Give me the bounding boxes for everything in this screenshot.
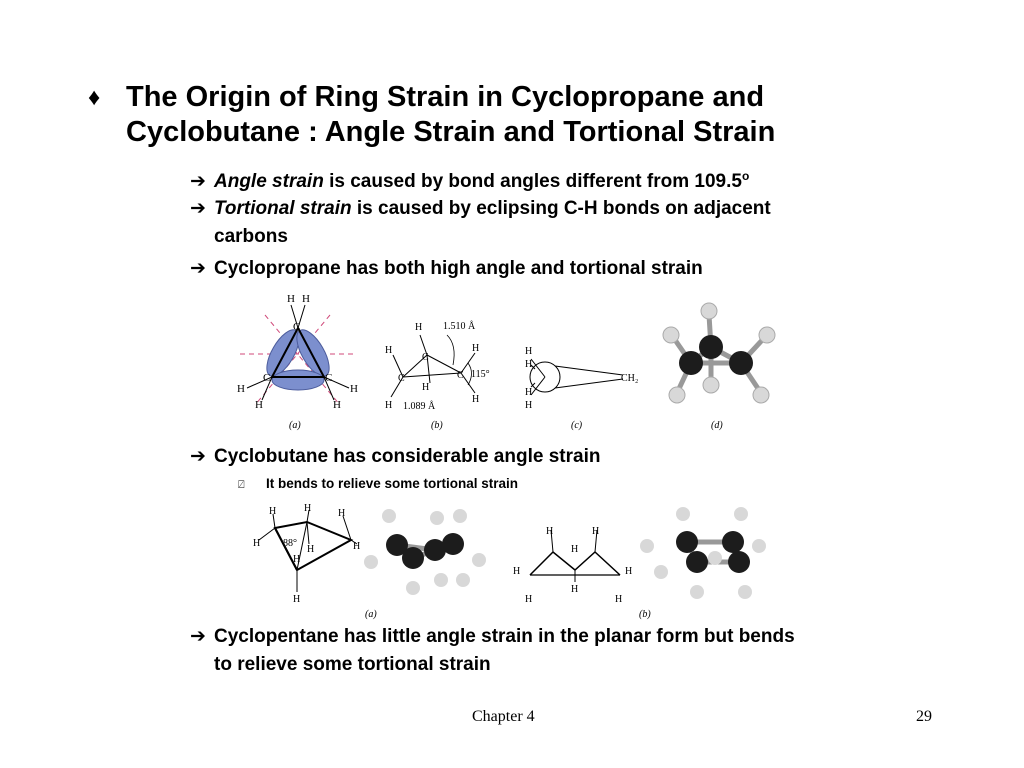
panel-label-a: (a) bbox=[289, 420, 301, 431]
degree-superscript: o bbox=[741, 169, 750, 183]
atom-label: H bbox=[625, 566, 632, 577]
angle-strain-term: Angle strain bbox=[214, 171, 324, 192]
cyclobutane-ball-and-stick-model-b: (b) bbox=[639, 507, 766, 620]
atom-label: H bbox=[350, 383, 358, 395]
atom-label: H bbox=[571, 584, 578, 595]
bond-length-cc: 1.510 Å bbox=[443, 320, 476, 332]
atom-label: H bbox=[472, 394, 479, 405]
atom-label: H bbox=[546, 526, 553, 537]
atom-label: C bbox=[398, 373, 405, 384]
atom-label: H bbox=[385, 345, 392, 356]
panel-label-a: (a) bbox=[365, 609, 377, 620]
atom-label: H bbox=[513, 566, 520, 577]
cyclobutane-ball-and-stick-model-a: (a) bbox=[364, 509, 486, 620]
atom-label: C bbox=[422, 352, 429, 363]
slide-title-line-1: The Origin of Ring Strain in Cyclopropan… bbox=[126, 81, 765, 113]
atom-label: H bbox=[525, 387, 532, 398]
atom-label: H bbox=[287, 293, 295, 305]
bullet-cyclopropane: ➔ Cyclopropane has both high angle and to… bbox=[190, 255, 703, 283]
arrow-right-icon: ➔ bbox=[190, 171, 206, 192]
atom-label: H bbox=[472, 343, 479, 354]
atom-label: H bbox=[237, 383, 245, 395]
cyclopentane-text-line-1: Cyclopentane has little angle strain in … bbox=[214, 626, 795, 647]
atom-label: H bbox=[571, 544, 578, 555]
arrow-right-icon: ➔ bbox=[190, 198, 206, 219]
arrow-right-icon: ➔ bbox=[190, 446, 206, 467]
cyclobutane-figure: H H H H H H H H 88° (a) H H H H H H H H bbox=[253, 503, 766, 620]
arrow-right-icon: ➔ bbox=[190, 258, 206, 279]
bullet-tortional-strain: ➔ Tortional strain is caused by eclipsing… bbox=[190, 195, 771, 223]
atom-label: C bbox=[325, 372, 332, 384]
cyclopropane-figure: H H C C C H H H H (a) H C H C H C H H H … bbox=[237, 293, 776, 431]
atom-label: H bbox=[422, 382, 429, 393]
bond-angle-label: 88° bbox=[283, 538, 297, 549]
panel-label-b: (b) bbox=[431, 420, 443, 431]
slide-number: 29 bbox=[916, 708, 932, 725]
diamond-bullet-icon: ♦ bbox=[88, 84, 101, 111]
atom-label: H bbox=[269, 506, 276, 517]
atom-label: C bbox=[293, 321, 300, 333]
atom-label: H bbox=[338, 508, 345, 519]
atom-label: H bbox=[525, 400, 532, 411]
cyclopentane-text-line-2: to relieve some tortional strain bbox=[214, 654, 491, 675]
angle-strain-text: is caused by bond angles different from … bbox=[323, 171, 742, 192]
atom-label: C bbox=[457, 370, 464, 381]
bullet-cyclopentane: ➔ Cyclopentane has little angle strain in… bbox=[190, 623, 795, 651]
cyclopropane-ball-and-stick-model: (d) bbox=[662, 302, 776, 431]
atom-label: H bbox=[302, 293, 310, 305]
ch2-label: CH₂ bbox=[621, 373, 638, 384]
sub-bullet-cyclobutane-bends: ⍁ It bends to relieve some tortional stra… bbox=[238, 476, 518, 492]
arrow-right-icon: ➔ bbox=[190, 626, 206, 647]
cyclobutane-puckered-diagram-b: H H H H H H H H bbox=[513, 526, 632, 605]
atom-label: H bbox=[293, 594, 300, 605]
footer-chapter: Chapter 4 bbox=[472, 708, 535, 725]
panel-label-b: (b) bbox=[639, 609, 651, 620]
atom-label: H bbox=[385, 400, 392, 411]
atom-label: H bbox=[592, 526, 599, 537]
atom-label: H bbox=[525, 346, 532, 357]
atom-label: H bbox=[293, 554, 300, 565]
atom-label: H bbox=[333, 399, 341, 411]
tortional-strain-term: Tortional strain bbox=[214, 198, 352, 219]
bullet-angle-strain: ➔ Angle strain is caused by bond angles d… bbox=[190, 162, 749, 196]
cyclopropane-geometry-diagram: H C H C H C H H H 1.510 Å 115° 1.089 Å (… bbox=[385, 320, 490, 431]
slide-title-line-2: Cyclobutane : Angle Strain and Tortional… bbox=[126, 116, 776, 148]
cyclobutane-puckered-diagram-a: H H H H H H H H 88° bbox=[253, 503, 360, 605]
bullet-cyclobutane: ➔ Cyclobutane has considerable angle stra… bbox=[190, 443, 600, 471]
cyclopropane-orbital-diagram: H H C C C H H H H (a) bbox=[237, 293, 358, 431]
atom-label: H bbox=[415, 322, 422, 333]
atom-label: H bbox=[615, 594, 622, 605]
tortional-strain-text: is caused by eclipsing C-H bonds on adja… bbox=[351, 198, 771, 219]
bullet-tortional-strain-continued: carbons bbox=[214, 226, 288, 247]
atom-label: C bbox=[263, 372, 270, 384]
cyclopropane-text: Cyclopropane has both high angle and tor… bbox=[214, 258, 703, 279]
atom-label: H bbox=[253, 538, 260, 549]
atom-label: H bbox=[525, 594, 532, 605]
cyclopropane-newman-projection: H H H H CH₂ (c) bbox=[525, 346, 638, 431]
panel-label-d: (d) bbox=[711, 420, 723, 431]
atom-label: H bbox=[525, 359, 532, 370]
atom-label: H bbox=[304, 503, 311, 514]
cyclobutane-text: Cyclobutane has considerable angle strai… bbox=[214, 446, 601, 467]
bond-length-ch: 1.089 Å bbox=[403, 400, 436, 412]
cyclobutane-sub-text: It bends to relieve some tortional strai… bbox=[266, 476, 519, 491]
panel-label-c: (c) bbox=[571, 420, 583, 431]
atom-label: H bbox=[255, 399, 263, 411]
bond-angle-label: 115° bbox=[471, 369, 490, 380]
atom-label: H bbox=[307, 544, 314, 555]
atom-label: H bbox=[353, 541, 360, 552]
sub-bullet-icon: ⍁ bbox=[238, 479, 245, 491]
